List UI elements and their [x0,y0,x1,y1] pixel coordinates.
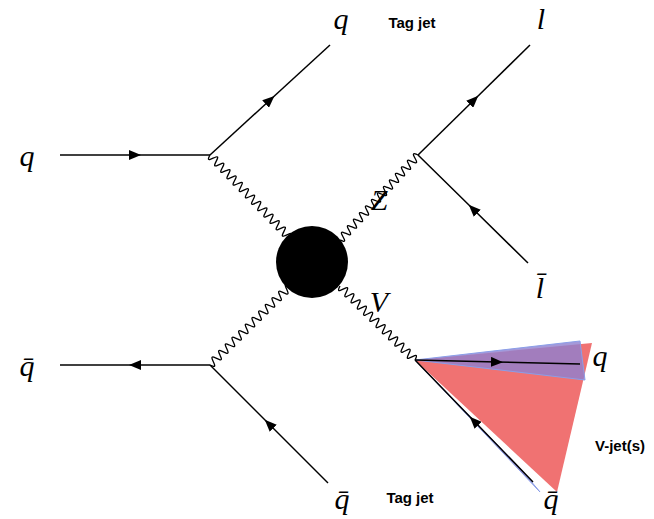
fermion-line [210,45,330,155]
particle-label: q̄ [544,484,559,514]
fermion-line [60,364,210,366]
fermion-line [418,155,528,263]
jet-label: Tag jet [388,15,435,30]
jet-cone [415,360,540,492]
particle-label: q [593,341,608,371]
boson-line [339,286,417,360]
fermion-line [418,45,530,155]
interaction-blob [276,226,348,298]
jet-label: V-jet(s) [595,438,645,453]
jet-cone [415,341,585,380]
fermion-line [415,360,533,482]
jet-label: Tag jet [386,490,433,505]
particle-label: q [20,141,35,171]
fermion-lines [60,45,580,483]
v-jet-cones [415,341,592,492]
boson-line [210,285,290,367]
boson-lines [208,154,418,367]
particle-label: l̄ [536,273,544,303]
boson-line [340,154,418,242]
fermion-line [210,365,328,483]
particle-label: q̄ [335,484,350,514]
particle-label: q̄ [20,351,35,381]
fermion-line [60,154,210,156]
fermion-line [415,360,580,364]
particle-label: q [334,4,349,34]
particle-label: Z [371,185,388,215]
particle-label: V [370,287,388,317]
particle-label: l [537,4,545,34]
boson-line [208,155,291,238]
